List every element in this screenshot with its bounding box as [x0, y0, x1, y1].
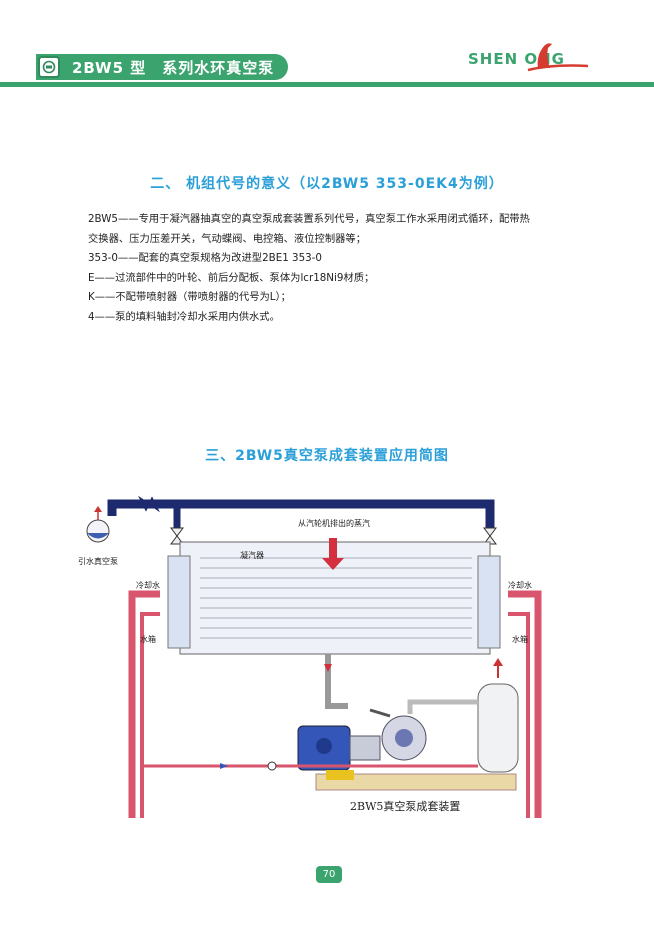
code-line: E——过流部件中的叶轮、前后分配板、泵体为lcr18Ni9材质； [88, 271, 375, 284]
code-line: 4——泵的填料轴封冷却水采用内供水式。 [88, 310, 280, 323]
page-number: 70 [316, 866, 342, 883]
expansion-joint-icon [138, 495, 160, 513]
discharge-pipe [407, 699, 478, 714]
priming-pump-label: 引水真空泵 [78, 556, 118, 566]
cooling-water-right-label: 冷却水 [508, 580, 532, 590]
return-flow-arrow-icon [220, 763, 228, 769]
priming-pump-icon [86, 506, 110, 543]
brand-logo: SHEN ONG [468, 43, 589, 72]
diagram-caption: 2BW5真空泵成套装置 [350, 799, 460, 813]
cooling-water-left-label: 冷却水 [136, 580, 160, 590]
cooling-pipe-right-out [508, 612, 530, 818]
dragon-icon [537, 43, 552, 68]
top-pipe [107, 499, 495, 528]
steam-label: 从汽轮机排出的蒸汽 [298, 518, 370, 528]
motor-fan-icon [316, 738, 332, 754]
return-valve-icon [267, 761, 277, 771]
header-title: 2BW5 型 系列水环真空泵 [72, 58, 275, 77]
code-line: 交换器、压力压差开关，气动蝶阀、电控箱、液位控制器等； [88, 232, 367, 245]
vent-arrow-icon [493, 658, 503, 666]
header-divider [0, 82, 654, 87]
tank-right-label: 水箱 [512, 634, 528, 644]
brand-swoosh [527, 64, 589, 72]
steam-arrow-icon [322, 558, 344, 570]
header-tab: 2BW5 型 系列水环真空泵 [36, 54, 288, 80]
code-line: 353-0——配套的真空泵规格为改进型2BE1 353-0 [88, 252, 322, 264]
coupling [349, 735, 381, 761]
water-box-right [477, 555, 501, 649]
code-meaning-text: 2BW5——专用于凝汽器抽真空的真空泵成套装置系列代号，真空泵工作水采用闭式循环… [88, 210, 598, 327]
cooling-pipe-right-in [508, 590, 542, 818]
flow-arrow-icon [324, 664, 332, 672]
pump-impeller-icon [395, 729, 413, 747]
system-diagram: 引水真空泵 凝汽器 从汽轮机排出的蒸汽 冷却水 冷却水 水箱 水箱 2BW5真空… [78, 495, 542, 818]
inlet-connector [369, 708, 391, 718]
company-logo-icon [38, 56, 60, 78]
section-heading-code-meaning: 二、 机组代号的意义（以2BW5 353-0EK4为例） [150, 176, 504, 192]
motor-mount [326, 770, 354, 780]
tank-left-label: 水箱 [140, 634, 156, 644]
section-heading-diagram: 三、2BW5真空泵成套装置应用简图 [205, 448, 449, 464]
steam-arrow-shaft [329, 538, 337, 560]
separator-tank [477, 683, 519, 773]
skid-base [315, 773, 517, 791]
code-line: 2BW5——专用于凝汽器抽真空的真空泵成套装置系列代号，真空泵工作水采用闭式循环… [88, 213, 530, 225]
suction-pipe [325, 654, 348, 709]
code-line: K——不配带喷射器（带喷射器的代号为L）； [88, 291, 291, 303]
water-box-left [167, 555, 191, 649]
condenser-label: 凝汽器 [240, 550, 264, 560]
cooling-pipe-left-in [128, 590, 160, 818]
cooling-pipe-left-out [140, 612, 160, 818]
